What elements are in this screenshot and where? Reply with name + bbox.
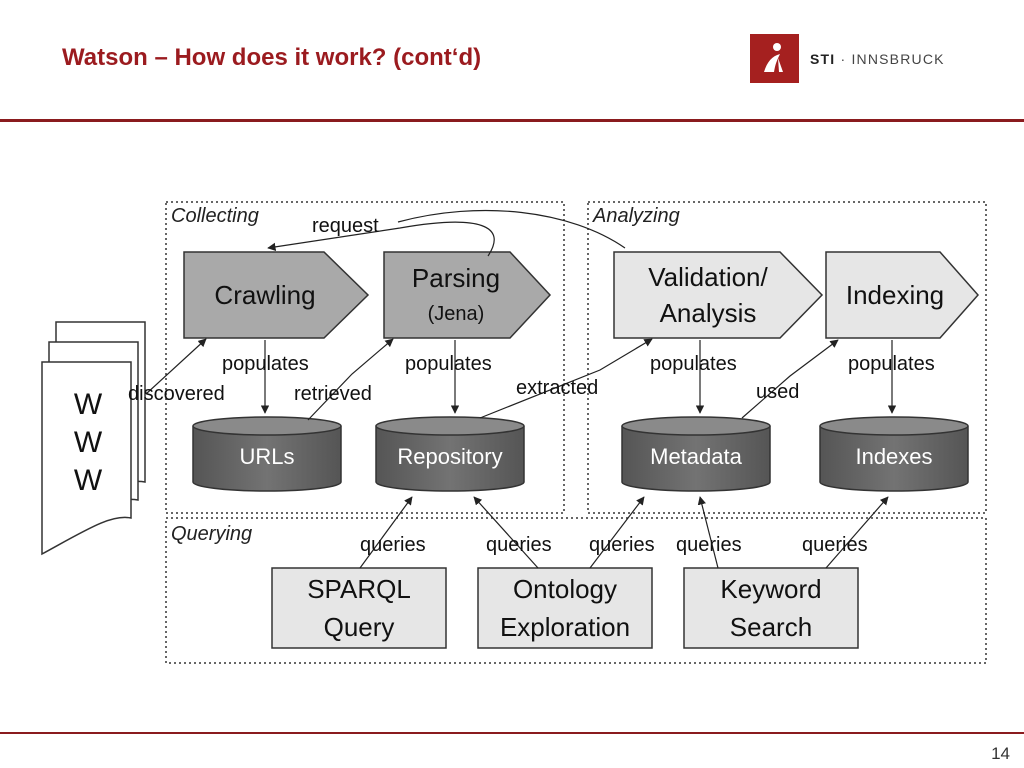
queries-label-2: queries (486, 534, 552, 556)
collecting-label: Collecting (171, 205, 259, 227)
retrieved-label: retrieved (294, 383, 372, 405)
request-curve-arrow (397, 209, 626, 249)
logo-separator: · (835, 51, 852, 67)
search-label: Search (730, 612, 812, 642)
slide-title: Watson – How does it work? (cont‘d) (62, 44, 482, 71)
www-letter-2: W (74, 426, 103, 459)
urls-store: URLs (192, 416, 342, 492)
querying-region (165, 517, 987, 664)
urls-label: URLs (239, 444, 294, 469)
edge-labels: request populates populates populates po… (128, 215, 935, 556)
used-arrow (741, 339, 839, 419)
analysis-label: Analysis (660, 298, 757, 328)
populates-label-1: populates (222, 353, 309, 375)
parsing-process: Parsing (Jena) (383, 251, 552, 339)
populates-label-4: populates (848, 353, 935, 375)
queries-label-4: queries (676, 534, 742, 556)
extracted-label: extracted (516, 377, 598, 399)
metadata-store: Metadata (621, 416, 771, 492)
diagram-arrows (145, 209, 897, 569)
populates-label-3: populates (650, 353, 737, 375)
indexing-label: Indexing (846, 280, 944, 310)
discovered-arrow (145, 338, 207, 395)
header-rule (0, 119, 1024, 122)
keyword-label: Keyword (720, 574, 821, 604)
ontology-repository-queries-arrow (473, 496, 539, 569)
crawling-label: Crawling (214, 280, 315, 310)
request-label: request (312, 215, 379, 237)
sti-logo-mark (750, 34, 799, 83)
repository-store: Repository (375, 416, 525, 492)
crawling-process: Crawling (183, 251, 370, 339)
sti-innsbruck-logo: STI · INNSBRUCK (750, 34, 960, 84)
sparql-label: SPARQL (307, 574, 411, 604)
exploration-label: Exploration (500, 612, 630, 642)
www-document-front (41, 361, 132, 556)
repository-label: Repository (397, 444, 502, 469)
indexing-process: Indexing (825, 251, 980, 339)
populates-label-2: populates (405, 353, 492, 375)
logo-text: STI · INNSBRUCK (810, 51, 945, 67)
sparql-query-box: SPARQL Query (271, 567, 447, 649)
keyword-indexes-queries-arrow (825, 496, 889, 569)
validation-analysis-process: Validation/ Analysis (613, 251, 824, 339)
sti-figure-icon (764, 43, 783, 72)
request-arrow (267, 221, 495, 257)
used-label: used (756, 381, 799, 403)
query-label: Query (324, 612, 395, 642)
metadata-label: Metadata (650, 444, 742, 469)
ontology-metadata-queries-arrow (589, 496, 645, 569)
validation-label: Validation/ (648, 262, 768, 292)
sparql-queries-arrow (359, 496, 413, 569)
indexes-store: Indexes (819, 416, 969, 492)
logo-place: INNSBRUCK (851, 51, 945, 67)
queries-label-1: queries (360, 534, 426, 556)
logo-brand: STI (810, 51, 836, 67)
retrieved-arrow (307, 338, 394, 421)
www-letter-1: W (74, 388, 103, 421)
www-letter-3: W (74, 464, 103, 497)
www-document-stack: W W W (41, 321, 146, 556)
extracted-arrow (479, 338, 653, 419)
querying-label: Querying (171, 523, 252, 545)
keyword-search-box: Keyword Search (683, 567, 859, 649)
queries-label-5: queries (802, 534, 868, 556)
analyzing-label: Analyzing (592, 205, 680, 227)
keyword-metadata-queries-arrow (697, 496, 719, 569)
discovered-label: discovered (128, 383, 225, 405)
parsing-label: Parsing (412, 263, 500, 293)
page-number: 14 (991, 744, 1010, 763)
indexes-label: Indexes (855, 444, 932, 469)
footer-rule (0, 732, 1024, 734)
queries-label-3: queries (589, 534, 655, 556)
parsing-sublabel: (Jena) (428, 303, 485, 325)
ontology-exploration-box: Ontology Exploration (477, 567, 653, 649)
ontology-label: Ontology (513, 574, 617, 604)
